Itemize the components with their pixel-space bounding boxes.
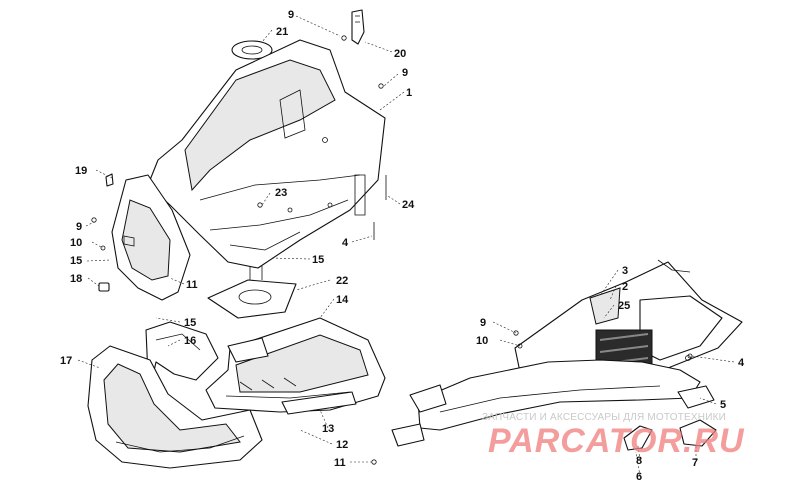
- callout-12: 12: [336, 439, 348, 451]
- callout-20: 20: [394, 48, 406, 60]
- gasket-plate-part: [207, 266, 297, 319]
- callout-13: 13: [322, 423, 334, 435]
- watermark-caption: ЗАПЧАСТИ И АКСЕССУАРЫ ДЛЯ МОТОТЕХНИКИ: [482, 412, 726, 423]
- callout-10a: 10: [70, 237, 82, 249]
- callout-9a: 9: [288, 9, 294, 21]
- callout-22: 22: [336, 275, 348, 287]
- fasteners: [91, 35, 693, 465]
- seal-ring-part: [231, 40, 273, 60]
- callout-15b: 15: [312, 254, 324, 266]
- callout-4b: 4: [738, 357, 745, 369]
- callout-17: 17: [60, 355, 72, 367]
- trim-pieces-part: [623, 385, 717, 451]
- callout-9d: 9: [480, 317, 486, 329]
- callout-8: 8: [636, 455, 642, 467]
- front-bumper-part: [87, 345, 263, 469]
- watermark-brand: PARCATOR.RU: [488, 422, 745, 460]
- callout-21: 21: [276, 26, 288, 38]
- callout-11a: 11: [186, 279, 198, 291]
- belly-pan-part: [205, 317, 386, 413]
- callouts: 9 21 20 9 1 19 23 24 9 10 15 18 4 15 11 …: [60, 9, 745, 483]
- callout-15a: 15: [70, 255, 82, 267]
- callout-7: 7: [692, 457, 698, 469]
- callout-16: 16: [184, 335, 196, 347]
- callout-25: 25: [618, 300, 630, 312]
- callout-15c: 15: [184, 317, 196, 329]
- upper-fairing-part: [147, 39, 386, 269]
- callout-1: 1: [406, 87, 412, 99]
- callout-23: 23: [275, 187, 287, 199]
- callout-18: 18: [70, 273, 82, 285]
- watermark: ЗАПЧАСТИ И АКСЕССУАРЫ ДЛЯ МОТОТЕХНИКИ PA…: [482, 412, 745, 460]
- skid-strip-part: [281, 391, 357, 415]
- callout-5: 5: [720, 399, 726, 411]
- callout-9b: 9: [402, 67, 408, 79]
- callout-2: 2: [622, 281, 628, 293]
- bracket-part: [145, 321, 219, 381]
- callout-4a: 4: [342, 237, 349, 249]
- left-side-panel-part: [98, 173, 191, 301]
- callout-11b: 11: [334, 457, 346, 469]
- strap-part: [351, 9, 365, 45]
- callout-14: 14: [336, 294, 349, 306]
- callout-10b: 10: [476, 335, 488, 347]
- callout-19: 19: [75, 165, 87, 177]
- callout-9c: 9: [76, 221, 82, 233]
- callout-6: 6: [636, 471, 642, 483]
- callout-24: 24: [402, 199, 415, 211]
- leader-lines: [77, 15, 735, 477]
- callout-3: 3: [622, 265, 628, 277]
